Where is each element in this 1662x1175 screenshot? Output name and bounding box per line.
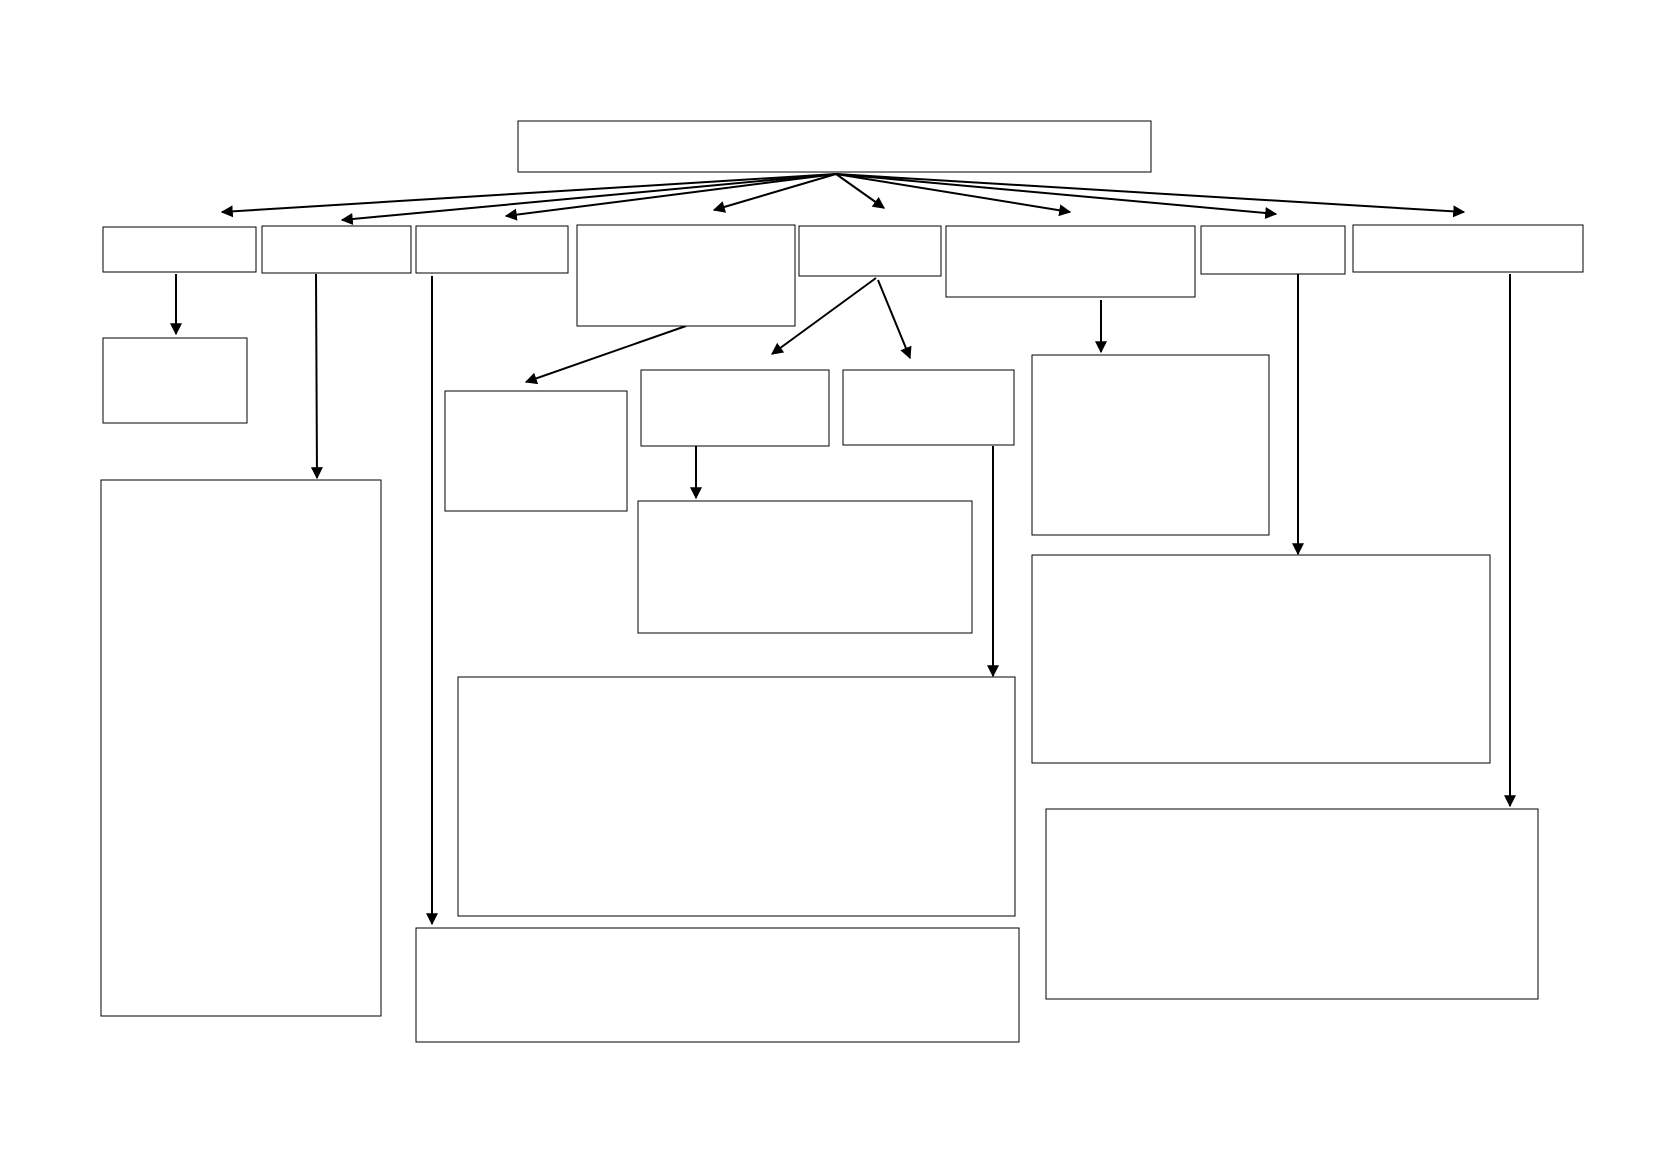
child-box-of-2 (100, 479, 382, 1017)
child-box-of-3 (415, 927, 1020, 1043)
connector-root-to-level1-4 (712, 173, 837, 213)
child-box-of-4 (444, 390, 628, 512)
connector-level1-5-to-right-child (877, 279, 912, 360)
connector-root-to-level1-3 (504, 173, 837, 221)
grandchild-box-of-5-right (457, 676, 1016, 917)
level1-box-5 (798, 225, 942, 277)
child-box-of-1 (102, 337, 248, 424)
connector-root-to-level1-5 (835, 173, 885, 209)
level1-box-6 (945, 225, 1196, 298)
level1-box-2 (261, 225, 412, 274)
connector-root-to-level1-1 (220, 173, 837, 218)
child-box-of-6 (1031, 354, 1270, 536)
child-box-of-5-right (842, 369, 1015, 446)
connector-level1-4-to-child (524, 325, 687, 385)
level1-box-3 (415, 225, 569, 274)
level1-box-7 (1200, 225, 1346, 275)
child-box-of-8 (1045, 808, 1539, 1000)
level1-box-8 (1352, 224, 1584, 273)
grandchild-box-of-5-left (637, 500, 973, 634)
connector-level1-5-to-left-child (771, 277, 877, 355)
child-box-of-7 (1031, 554, 1491, 764)
connector-root-to-level1-7 (835, 173, 1278, 219)
connector-root-to-level1-6 (835, 173, 1072, 217)
connector-root-to-level1-8 (835, 173, 1466, 218)
root-connectors (220, 173, 1466, 225)
diagram-boxes (100, 120, 1584, 1043)
connector-level1-2-to-child (310, 273, 323, 480)
level1-box-1 (102, 226, 257, 273)
level1-box-4 (576, 224, 796, 327)
child-box-of-5-left (640, 369, 830, 447)
root-box (517, 120, 1152, 173)
child-connectors (170, 273, 1516, 926)
connector-root-to-level1-2 (340, 173, 837, 225)
